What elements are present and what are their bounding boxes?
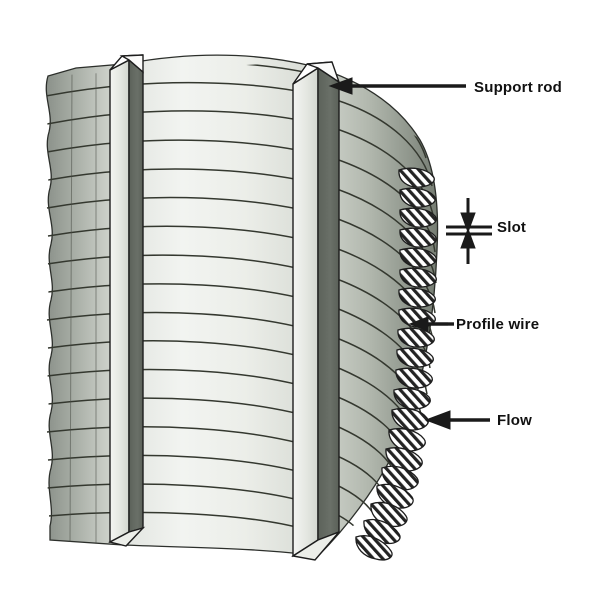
support-rod-right-top-cap [306, 61, 341, 84]
callout-label-flow: Flow [497, 412, 532, 429]
profile-wire-leader [408, 316, 454, 332]
callout-label-profile-wire: Profile wire [456, 316, 540, 333]
support-rod-right-dark-face [317, 66, 340, 542]
flow-leader [424, 410, 490, 430]
callout-label-support-rod: Support rod [474, 79, 563, 96]
support-rod-left-top-cap [119, 54, 144, 74]
slot-dimension-indicator [446, 198, 492, 264]
callout-label-slot: Slot [497, 219, 527, 236]
left-cut-panel [45, 63, 125, 546]
support-rod-left-light-face [109, 58, 130, 544]
support-rod-leader [328, 77, 466, 95]
support-rod-right [291, 61, 341, 561]
support-rod-left-bottom-cap [108, 526, 146, 547]
callout-leaders [328, 77, 492, 430]
center-panel [123, 54, 319, 557]
support-rod-right-light-face [292, 66, 319, 558]
support-rod-right-bottom-cap [291, 531, 340, 561]
support-rod-left [108, 54, 146, 547]
support-rod-left-dark-face [128, 58, 144, 533]
left-edge-cut-ticks [69, 70, 97, 546]
